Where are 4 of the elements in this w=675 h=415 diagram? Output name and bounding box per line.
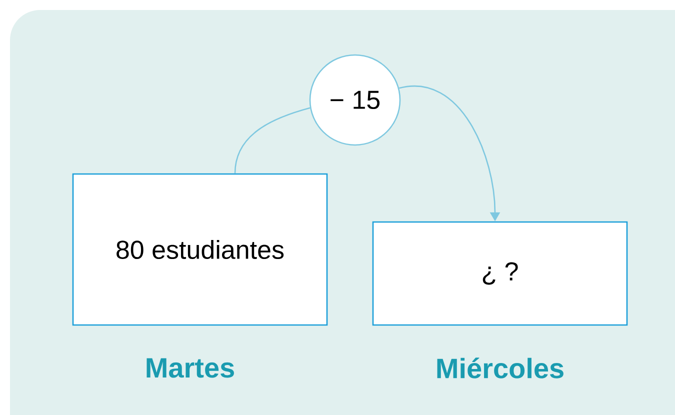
value-box: 80 estudiantes <box>72 173 328 326</box>
value-box: ¿ ? <box>372 221 628 326</box>
day-label: Miércoles <box>437 358 564 378</box>
day-label: Martes <box>146 358 234 378</box>
